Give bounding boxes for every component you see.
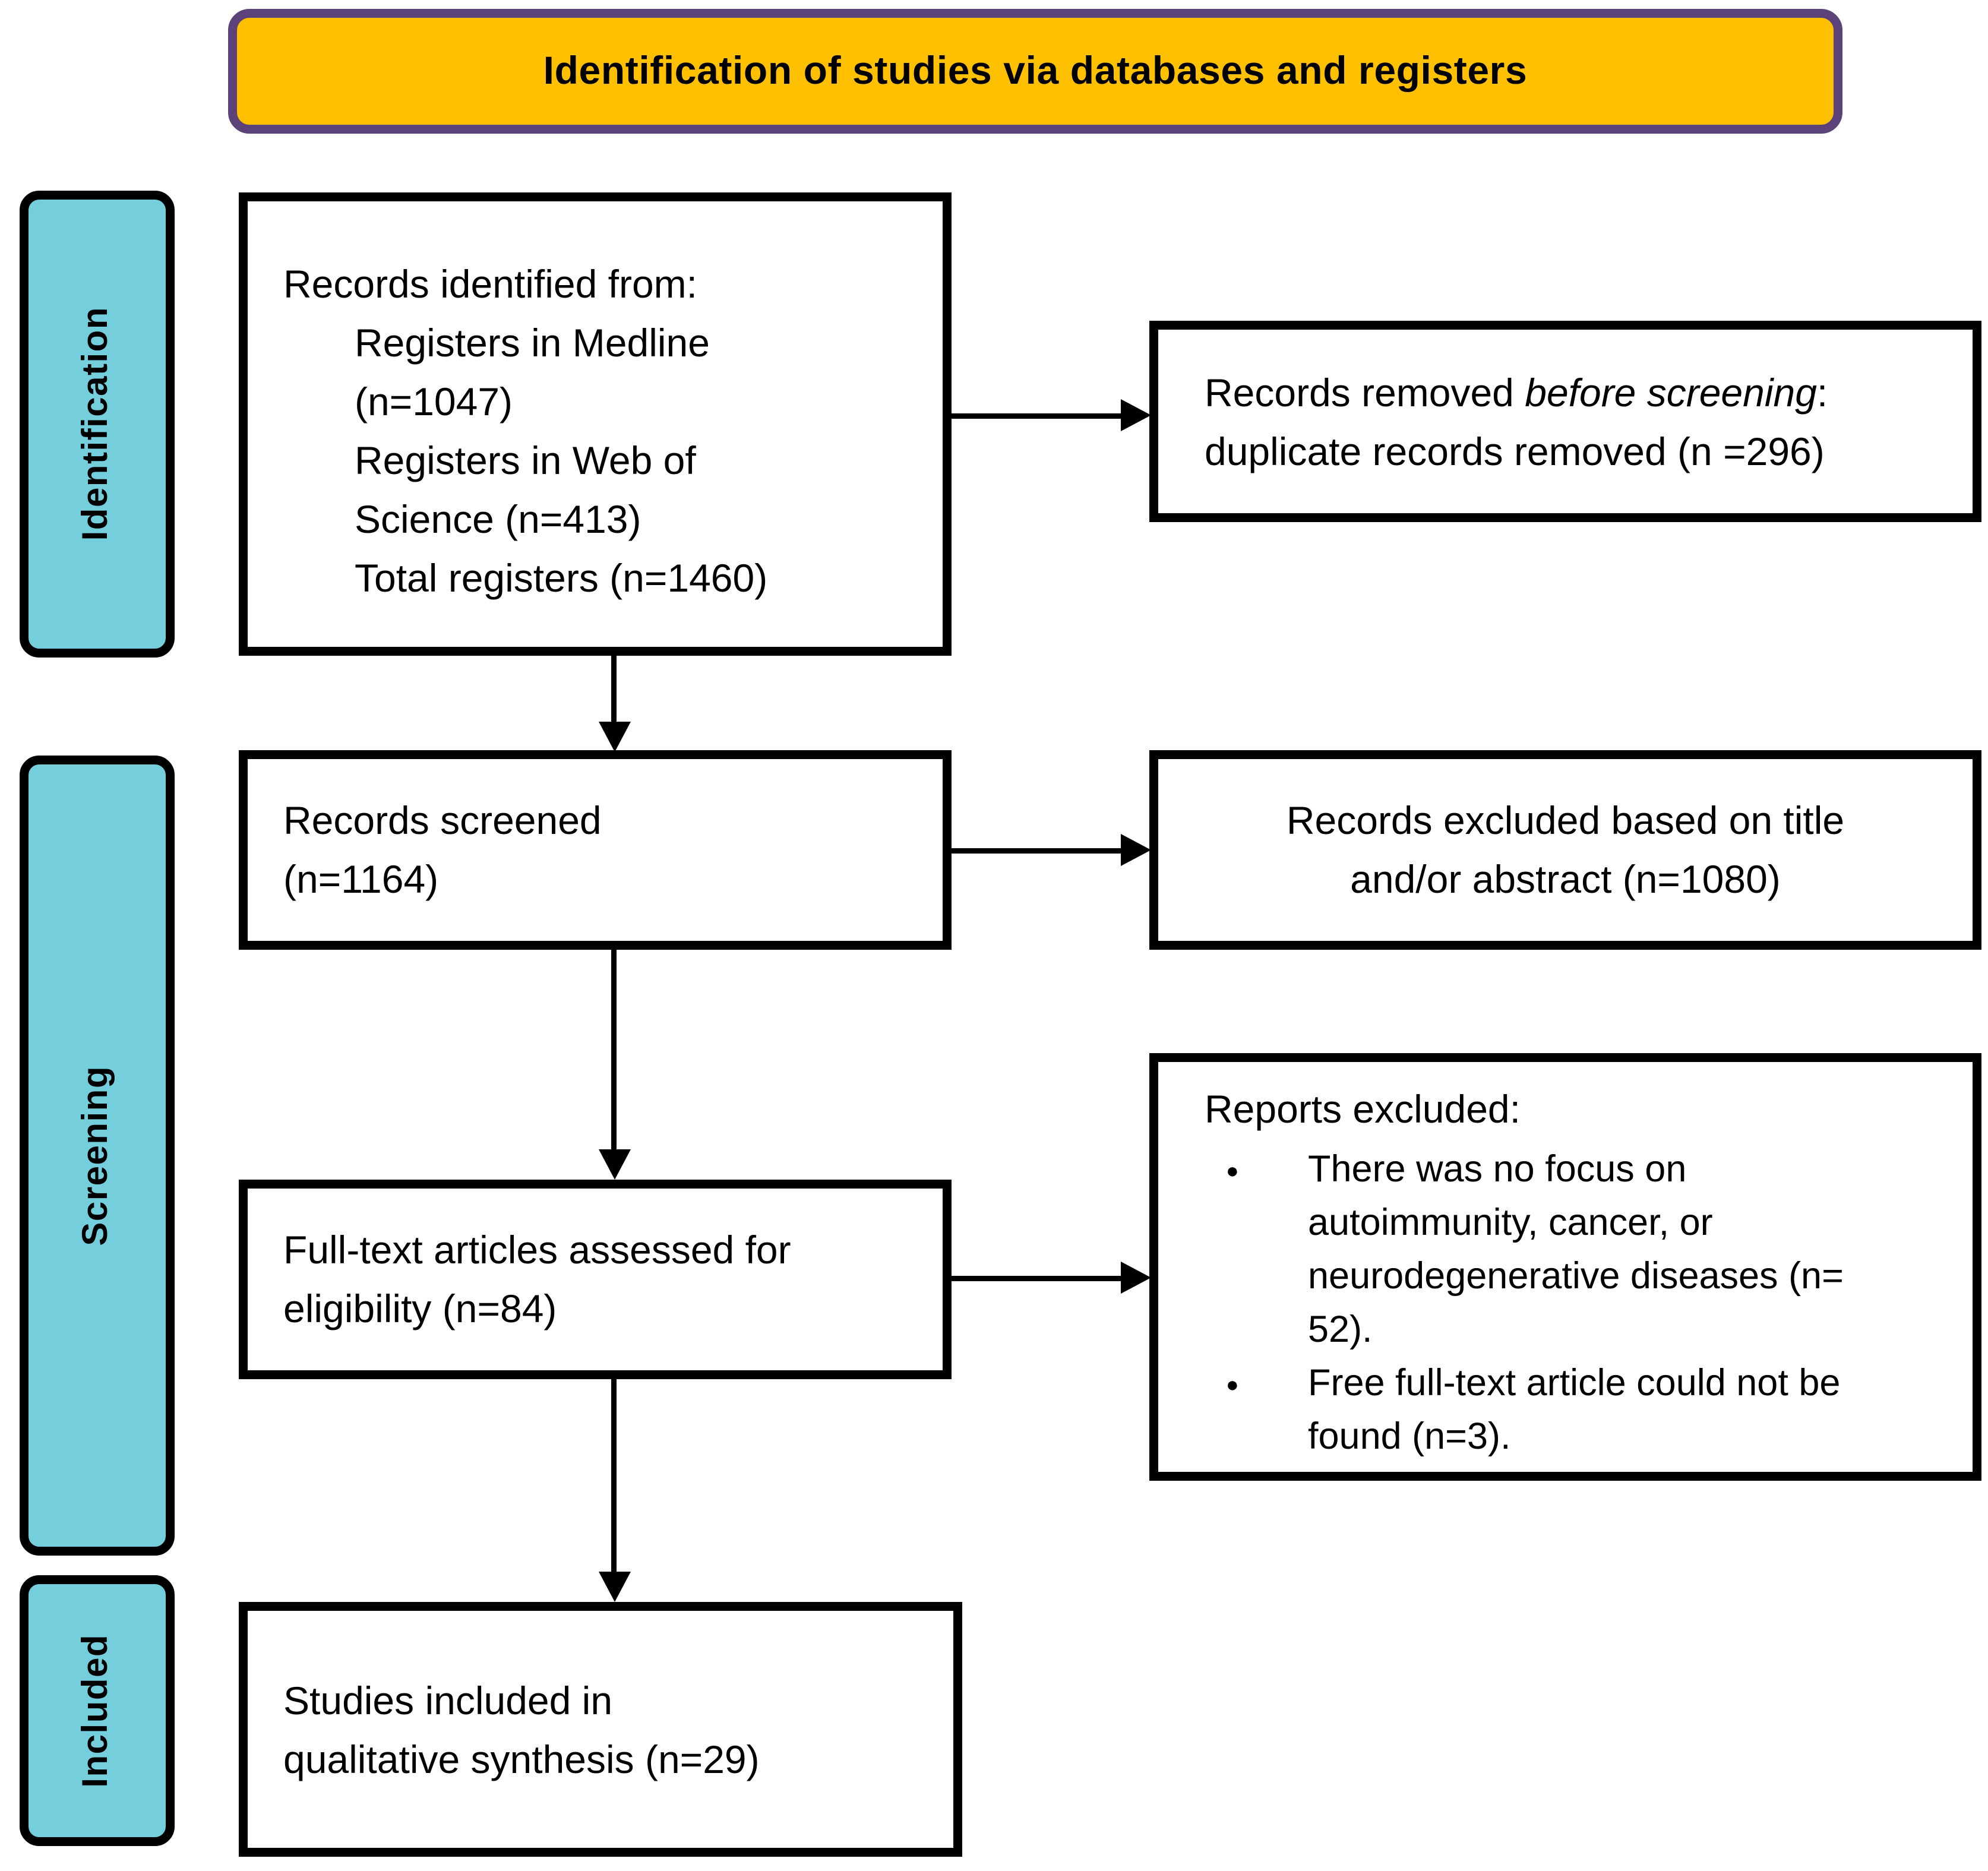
arrow-fulltext-to-included-line — [611, 1379, 617, 1579]
records-removed-italic: before screening — [1525, 369, 1817, 415]
stage-identification-label: Identification — [77, 306, 116, 542]
arrow-screened-to-excluded-line — [950, 848, 1128, 854]
stage-included-label: Included — [77, 1633, 116, 1788]
arrow-fulltext-to-reports-line — [950, 1276, 1128, 1281]
arrow-identified-to-removed-line — [950, 413, 1128, 419]
records-identified-intro: Records identified from: — [283, 262, 697, 306]
records-identified-item-wos: Registers in Web of Science (n=413) — [355, 438, 696, 542]
reports-excluded-bullet-fulltext: Free full-text article could not be foun… — [1226, 1358, 1955, 1465]
reports-excluded-bullet-focus: There was no focus on autoimmunity, canc… — [1226, 1144, 1955, 1358]
records-identified-item-medline: Registers in Medline (n=1047) — [355, 321, 710, 424]
arrow-down-icon — [599, 1572, 631, 1602]
arrow-right-icon — [1121, 834, 1151, 866]
arrow-right-icon — [1121, 1262, 1151, 1294]
records-removed-suffix: : duplicate records removed (n =296) — [1205, 369, 1828, 473]
box-records-identified: Records identified from: Registers in Me… — [239, 192, 952, 656]
box-records-removed: Records removed before screening: duplic… — [1149, 321, 1981, 522]
box-records-excluded: Records excluded based on title and/or a… — [1149, 750, 1981, 950]
arrow-down-icon — [599, 722, 631, 752]
reports-excluded-list: There was no focus on autoimmunity, canc… — [1226, 1144, 1955, 1465]
reports-excluded-title: Reports excluded: — [1205, 1087, 1521, 1132]
studies-included-text: Studies included in qualitative synthesi… — [283, 1677, 760, 1781]
stage-screening-label: Screening — [77, 1065, 116, 1246]
banner-title: Identification of studies via databases … — [543, 48, 1528, 93]
box-records-screened: Records screened (n=1164) — [239, 750, 952, 950]
arrow-down-icon — [599, 1149, 631, 1180]
records-removed-text: Records removed before screening: duplic… — [1205, 363, 1828, 481]
fulltext-assessed-text: Full-text articles assessed for eligibil… — [283, 1228, 791, 1331]
banner: Identification of studies via databases … — [228, 9, 1842, 134]
stage-identification: Identification — [20, 191, 175, 658]
records-excluded-text: Records excluded based on title and/or a… — [1286, 798, 1845, 902]
records-removed-prefix: Records removed — [1205, 369, 1525, 415]
box-studies-included: Studies included in qualitative synthesi… — [239, 1602, 962, 1857]
arrow-screened-to-fulltext-line — [611, 950, 617, 1155]
records-identified-item-total: Total registers (n=1460) — [355, 556, 768, 601]
arrow-identified-to-screened-line — [611, 656, 617, 731]
stage-screening: Screening — [20, 756, 175, 1556]
records-screened-text: Records screened (n=1164) — [283, 798, 602, 902]
box-fulltext-assessed: Full-text articles assessed for eligibil… — [239, 1180, 952, 1379]
box-reports-excluded: Reports excluded: There was no focus on … — [1149, 1053, 1981, 1481]
arrow-right-icon — [1121, 399, 1151, 431]
stage-included: Included — [20, 1575, 175, 1846]
